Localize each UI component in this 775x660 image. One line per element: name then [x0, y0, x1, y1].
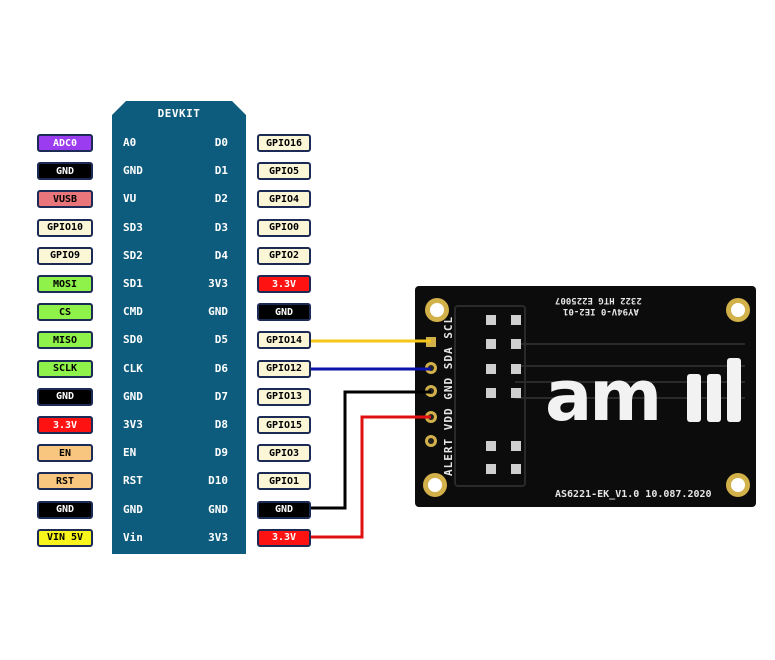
left-label: EN — [37, 444, 93, 463]
board-pin-right: D1 — [214, 164, 228, 178]
board-pin-right: D7 — [214, 389, 228, 403]
board-pin-right: D5 — [214, 333, 228, 347]
board-pin-left: VU — [123, 192, 137, 206]
wire-vdd — [311, 415, 431, 539]
board-pin-right: D4 — [214, 248, 228, 262]
board-pin-left: GND — [123, 389, 143, 403]
left-label: VIN 5V — [37, 528, 93, 547]
wire-gnd — [311, 390, 431, 510]
left-label: GPIO9 — [37, 246, 93, 265]
left-label: MOSI — [37, 275, 93, 293]
board-pin-right: D8 — [214, 418, 228, 431]
board-outline — [112, 101, 246, 554]
right-label: GPIO5 — [257, 162, 311, 181]
board-title: DEVKIT — [157, 107, 201, 120]
right-label: GPIO4 — [257, 190, 311, 209]
board-pin-left: RST — [123, 474, 143, 488]
board-pin-left: CMD — [123, 305, 143, 319]
board-pin-left: A0 — [123, 136, 137, 149]
right-label: GPIO12 — [257, 359, 311, 378]
board-pin-left: SD3 — [123, 220, 143, 234]
ams-logo: am — [545, 355, 741, 437]
left-label: GND — [37, 387, 93, 406]
sensor-model: AS6221-EK_V1.0 10.087.2020 — [555, 489, 712, 500]
board-pin-right: D10 — [208, 474, 228, 488]
board-pin-left: GND — [123, 164, 143, 178]
board-pin-left: Vin — [123, 530, 143, 544]
left-label: SCLK — [37, 359, 93, 378]
right-label: GPIO13 — [257, 387, 311, 406]
board-pin-left: EN — [123, 446, 137, 460]
mounting-holes — [423, 298, 750, 497]
left-label: VUSB — [37, 190, 93, 209]
board-pin-right: D2 — [214, 192, 228, 206]
left-label: GND — [37, 162, 93, 181]
right-label: 3.3V — [257, 275, 311, 293]
board-pin-left: CLK — [123, 361, 143, 375]
right-label: GPIO0 — [257, 218, 311, 237]
left-label: GND — [37, 500, 93, 519]
board-pin-right: GND — [208, 502, 228, 516]
left-label: CS — [37, 303, 93, 322]
sensor-pcb-art: am — [423, 298, 750, 497]
right-label: GND — [257, 303, 311, 322]
right-label: GPIO1 — [257, 472, 311, 491]
left-label: RST — [37, 472, 93, 491]
right-label: GND — [257, 500, 311, 519]
right-label: GPIO14 — [257, 331, 311, 350]
board-pin-right: 3V3 — [208, 277, 228, 290]
board-pin-left: SD0 — [123, 333, 143, 347]
board-pin-right: D6 — [214, 361, 228, 375]
right-label: GPIO3 — [257, 444, 311, 463]
board-pin-left: SD2 — [123, 248, 143, 262]
board-pin-right: D3 — [214, 220, 228, 234]
right-label: GPIO15 — [257, 416, 311, 434]
right-label: GPIO2 — [257, 246, 311, 265]
right-label: GPIO16 — [257, 134, 311, 152]
right-label: 3.3V — [257, 528, 311, 547]
left-label: 3.3V — [37, 416, 93, 434]
board-pin-right: 3V3 — [208, 530, 228, 544]
svg-text:am: am — [545, 355, 659, 437]
board-pin-left: 3V3 — [123, 418, 143, 431]
board-pin-right: D0 — [214, 136, 228, 149]
left-label: ADC0 — [37, 134, 93, 152]
left-label: GPIO10 — [37, 218, 93, 237]
board-pin-right: GND — [208, 305, 228, 319]
sensor-board: am 2322 HTG E225007 AY94V-0 IE2-01 ALERT… — [415, 286, 756, 507]
left-label: MISO — [37, 331, 93, 350]
board-pin-left: SD1 — [123, 277, 143, 290]
board-pin-left: GND — [123, 502, 143, 516]
board-pin-right: D9 — [214, 446, 228, 460]
